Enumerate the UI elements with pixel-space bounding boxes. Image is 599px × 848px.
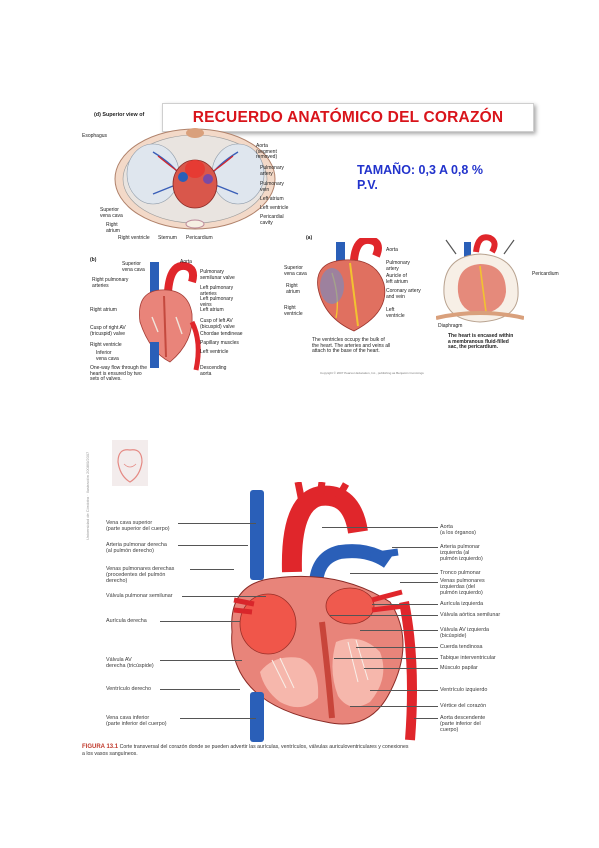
label-desc-aorta-b: Descending aorta [200,365,227,377]
label-pulm-vein-d: Pulmonary vein [260,181,284,193]
panel-b-heading: (b) [90,257,97,263]
label-pulm-semilunar-b: Pulmonary semilunar valve [200,269,235,281]
side-watermark: Universidad de Córdoba · Ilustración 200… [85,451,90,540]
label-vertice-corazon: Vértice del corazón [440,703,487,709]
label-auricula-derecha: Aurícula derecha [106,618,147,624]
label-sternum: Sternum [158,235,177,241]
label-venas-pulmonares-izquierdas: Venas pulmonares izquierdas (del pulmón … [440,578,485,596]
label-chordae: Chordae tendineae [200,331,243,337]
label-right-ventricle-d: Right ventricle [118,235,150,241]
panel-anterior-view: (a) Aorta Superior vena cava Pulmonary a… [280,235,430,371]
panel-frontal-section: (b) Superior vena cava Aorta Right pulmo… [88,256,288,396]
label-left-atrium-b: Left atrium [200,307,224,313]
label-pericardium-d: Pericardium [186,235,213,241]
label-note-a: The ventricles occupy the bulk of the he… [312,337,391,354]
copyright-notice: Copyright © 2007 Pearson Education, Inc.… [320,371,424,375]
frontal-section-illustration [139,262,201,371]
label-left-pulm-veins: Left pulmonary veins [200,296,234,308]
label-venas-pulmonares-derechas: Venas pulmonares derechas (procedentes d… [106,566,175,584]
label-svc-b: Superior vena cava [122,261,145,273]
label-one-way: One-way flow through the heart is ensure… [90,365,147,382]
heart-cross-section [231,482,417,742]
page-title: RECUERDO ANATÓMICO DEL CORAZÓN [192,108,504,126]
caption-label: FIGURA 13.1 [82,744,119,750]
figure-caption: FIGURA 13.1 Corte transversal del corazó… [82,744,412,758]
label-papillary: Papillary muscles [200,340,239,346]
label-pulm-artery-d: Pulmonary artery [260,165,284,177]
label-svc-d: Superior vena cava [100,207,123,219]
panel-a-heading: (a) [306,235,313,241]
label-left-ventricle-d: Left ventricle [260,205,289,211]
label-diaphragm: Diaphragm [438,323,463,329]
label-auricula-izquierda: Aurícula izquierda [440,601,484,607]
label-tabique-interventricular: Tabique interventricular [440,655,496,661]
label-ventriculo-derecho: Ventrículo derecho [106,686,151,692]
label-musculo-papilar: Músculo papilar [440,665,478,671]
label-tronco-pulmonar: Tronco pulmonar [440,570,481,576]
label-aorta-organos: Aorta (a los órganos) [440,524,476,536]
title-banner: RECUERDO ANATÓMICO DEL CORAZÓN [162,103,534,132]
panel-pericardium: Pericardium Diaphragm The heart is encas… [430,232,560,362]
label-left-pulm-arteries: Left pulmonary arteries [200,285,234,297]
panel-superior-view: (d) Superior view of Esophagus Superior … [78,110,318,245]
thumbnail-heart [112,440,148,486]
label-vena-cava-superior: Vena cava superior (parte superior del c… [106,520,170,532]
label-vena-cava-inferior: Vena cava inferior (parte inferior del c… [106,715,167,727]
label-esophagus: Esophagus [82,133,108,139]
label-ventriculo-izquierdo: Ventrículo izquierdo [440,687,488,693]
label-cusp-right: Cusp of right AV (tricuspid) valve [90,325,126,337]
label-right-atrium-d: Right atrium [106,222,120,234]
caption-text: Corte transversal del corazón donde se p… [82,744,409,757]
superior-view-illustration [114,128,276,230]
label-arteria-pulmonar-derecha: Arteria pulmonar derecha (al pulmón dere… [106,542,167,554]
label-left-ventricle-a: Left ventricle [386,307,405,319]
label-left-atrium-d: Left atrium [260,196,284,202]
label-arteria-pulmonar-izquierda: Arteria pulmonar izquierda (al pulmón iz… [440,544,483,562]
label-right-ventricle-a: Right ventricle [284,305,303,317]
label-cuerda-tendinosa: Cuerda tendinosa [440,644,483,650]
label-right-atrium-b: Right atrium [90,307,117,313]
pericardium-illustration [436,234,524,323]
label-svc-a: Superior vena cava [284,265,307,277]
label-right-atrium-a: Right atrium [286,283,300,295]
label-coronary: Coronary artery and vein [386,288,421,300]
label-pericardium-c: Pericardium [532,271,559,277]
label-aorta-b: Aorta [180,259,192,265]
label-aorta-a: Aorta [386,247,398,253]
label-valvula-av-derecha: Válvula AV derecha (tricúspide) [106,657,154,669]
size-note: TAMAÑO: 0,3 A 0,8 % P.V. [357,163,483,192]
label-auricle: Auricle of left atrium [386,273,408,285]
label-aorta-descendente: Aorta descendente (parte inferior del cu… [440,715,486,733]
label-left-ventricle-b: Left ventricle [200,349,229,355]
label-right-ventricle-b: Right ventricle [90,342,122,348]
label-ivc-b: Inferior vena cava [96,350,119,362]
label-valvula-aortica: Válvula aórtica semilunar [440,612,501,618]
panel-d-heading: (d) Superior view of [94,112,145,118]
label-valvula-pulmonar: Válvula pulmonar semilunar [106,593,173,599]
label-aorta-d: Aorta (segment removed) [256,143,278,160]
label-pericardial-cavity: Pericardial cavity [260,214,284,226]
label-valvula-av-izquierda: Válvula AV izquierda (bicúspide) [440,627,490,639]
label-note-c: The heart is encased within a membranous… [448,333,514,350]
anterior-view-illustration [317,238,386,332]
label-pulm-artery-a: Pulmonary artery [386,260,410,272]
label-right-pulm-arteries: Right pulmonary arteries [92,277,129,289]
label-cusp-left: Cusp of left AV (bicuspid) valve [200,318,235,330]
